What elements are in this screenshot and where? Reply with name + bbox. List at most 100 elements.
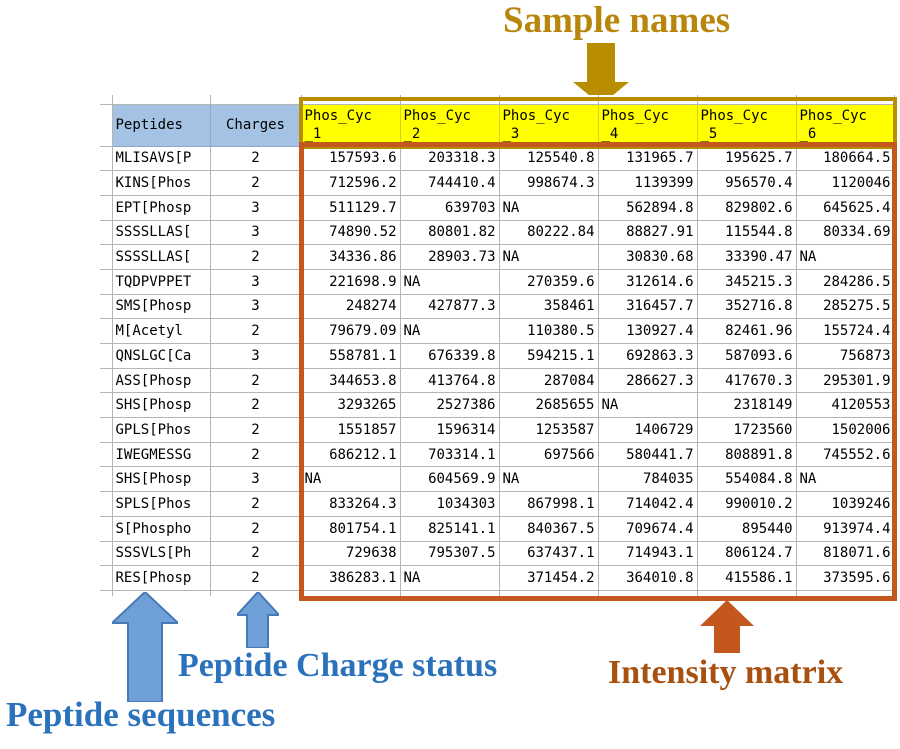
intensity-cell[interactable]: 818071.6 [795,540,895,567]
peptide-cell[interactable]: EPT[Phosp [111,194,211,221]
charge-cell[interactable]: 2 [209,244,302,270]
intensity-cell[interactable]: NA [795,244,895,270]
charge-cell[interactable]: 2 [209,491,302,517]
intensity-cell[interactable]: 386283.1 [300,565,401,591]
intensity-cell[interactable]: 270359.6 [498,268,599,295]
intensity-cell[interactable]: NA [795,466,895,493]
intensity-cell[interactable]: 413764.8 [399,367,500,394]
row-sliver-cell[interactable] [100,367,113,394]
cell[interactable] [300,589,401,597]
charge-cell[interactable]: 2 [209,515,302,542]
cell[interactable] [597,95,698,105]
intensity-cell[interactable]: NA [498,466,599,493]
intensity-cell[interactable]: NA [498,244,599,270]
row-sliver-cell[interactable] [100,268,113,295]
intensity-cell[interactable]: 2685655 [498,392,599,419]
intensity-cell[interactable]: 594215.1 [498,343,599,369]
intensity-cell[interactable]: NA [399,318,500,344]
intensity-cell[interactable]: 221698.9 [300,268,401,295]
intensity-cell[interactable]: 415586.1 [696,565,797,591]
intensity-cell[interactable]: 637437.1 [498,540,599,567]
peptide-cell[interactable]: SHS[Phosp [111,466,211,493]
peptide-cell[interactable]: SHS[Phosp [111,392,211,419]
intensity-cell[interactable]: 1596314 [399,417,500,443]
intensity-cell[interactable]: 676339.8 [399,343,500,369]
intensity-cell[interactable]: 33390.47 [696,244,797,270]
peptide-cell[interactable]: TQDPVPPET [111,268,211,295]
corner-cell[interactable] [100,103,113,147]
intensity-cell[interactable]: 808891.8 [696,441,797,468]
intensity-cell[interactable]: 744410.4 [399,170,500,196]
intensity-cell[interactable]: 604569.9 [399,466,500,493]
intensity-cell[interactable]: 1139399 [597,170,698,196]
intensity-cell[interactable]: 195625.7 [696,145,797,172]
intensity-cell[interactable]: 806124.7 [696,540,797,567]
intensity-cell[interactable]: 130927.4 [597,318,698,344]
intensity-cell[interactable]: 990010.2 [696,491,797,517]
intensity-cell[interactable]: 34336.86 [300,244,401,270]
sample-column-header-1[interactable]: Phos_Cyc _1 [300,103,401,147]
intensity-cell[interactable]: 587093.6 [696,343,797,369]
intensity-cell[interactable]: 895440 [696,515,797,542]
intensity-cell[interactable]: 345215.3 [696,268,797,295]
intensity-cell[interactable]: 344653.8 [300,367,401,394]
row-sliver-cell[interactable] [100,318,113,344]
row-sliver-cell[interactable] [100,293,113,320]
charge-cell[interactable]: 2 [209,318,302,344]
intensity-cell[interactable]: 312614.6 [597,268,698,295]
intensity-cell[interactable]: 1406729 [597,417,698,443]
cell[interactable] [795,589,895,597]
intensity-cell[interactable]: 82461.96 [696,318,797,344]
intensity-cell[interactable]: 1034303 [399,491,500,517]
sample-column-header-2[interactable]: Phos_Cyc _2 [399,103,500,147]
intensity-cell[interactable]: 286627.3 [597,367,698,394]
cell[interactable] [111,95,211,105]
intensity-cell[interactable]: 1502006 [795,417,895,443]
intensity-cell[interactable]: 358461 [498,293,599,320]
row-sliver-cell[interactable] [100,515,113,542]
charges-column-header[interactable]: Charges [209,103,302,147]
row-sliver-cell[interactable] [100,466,113,493]
intensity-cell[interactable]: 558781.1 [300,343,401,369]
intensity-cell[interactable]: NA [399,268,500,295]
intensity-cell[interactable]: 784035 [597,466,698,493]
charge-cell[interactable]: 2 [209,392,302,419]
charge-cell[interactable]: 3 [209,293,302,320]
intensity-cell[interactable]: 80801.82 [399,219,500,246]
intensity-cell[interactable]: NA [399,565,500,591]
cell[interactable] [399,589,500,597]
peptide-cell[interactable]: M[Acetyl [111,318,211,344]
sample-column-header-4[interactable]: Phos_Cyc _4 [597,103,698,147]
charge-cell[interactable]: 3 [209,219,302,246]
intensity-cell[interactable]: 956570.4 [696,170,797,196]
peptide-cell[interactable]: QNSLGC[Ca [111,343,211,369]
intensity-cell[interactable]: 203318.3 [399,145,500,172]
cell[interactable] [795,95,895,105]
intensity-cell[interactable]: 373595.6 [795,565,895,591]
row-sliver-cell[interactable] [100,565,113,591]
intensity-cell[interactable]: 554084.8 [696,466,797,493]
intensity-cell[interactable]: 562894.8 [597,194,698,221]
intensity-cell[interactable]: 645625.4 [795,194,895,221]
row-sliver-cell[interactable] [100,219,113,246]
intensity-cell[interactable]: 833264.3 [300,491,401,517]
intensity-cell[interactable]: 714943.1 [597,540,698,567]
intensity-cell[interactable]: 295301.9 [795,367,895,394]
sample-column-header-6[interactable]: Phos_Cyc _6 [795,103,895,147]
row-sliver-cell[interactable] [100,441,113,468]
intensity-cell[interactable]: 28903.73 [399,244,500,270]
peptide-cell[interactable]: IWEGMESSG [111,441,211,468]
cell[interactable] [209,95,302,105]
peptide-cell[interactable]: SSSVLS[Ph [111,540,211,567]
intensity-cell[interactable]: 3293265 [300,392,401,419]
peptide-cell[interactable]: KINS[Phos [111,170,211,196]
charge-cell[interactable]: 3 [209,466,302,493]
peptide-cell[interactable]: SSSSLLAS[ [111,219,211,246]
intensity-cell[interactable]: NA [597,392,698,419]
peptides-column-header[interactable]: Peptides [111,103,211,147]
intensity-cell[interactable]: 427877.3 [399,293,500,320]
intensity-cell[interactable]: 74890.52 [300,219,401,246]
row-sliver-cell[interactable] [100,194,113,221]
charge-cell[interactable]: 3 [209,268,302,295]
cell[interactable] [696,95,797,105]
